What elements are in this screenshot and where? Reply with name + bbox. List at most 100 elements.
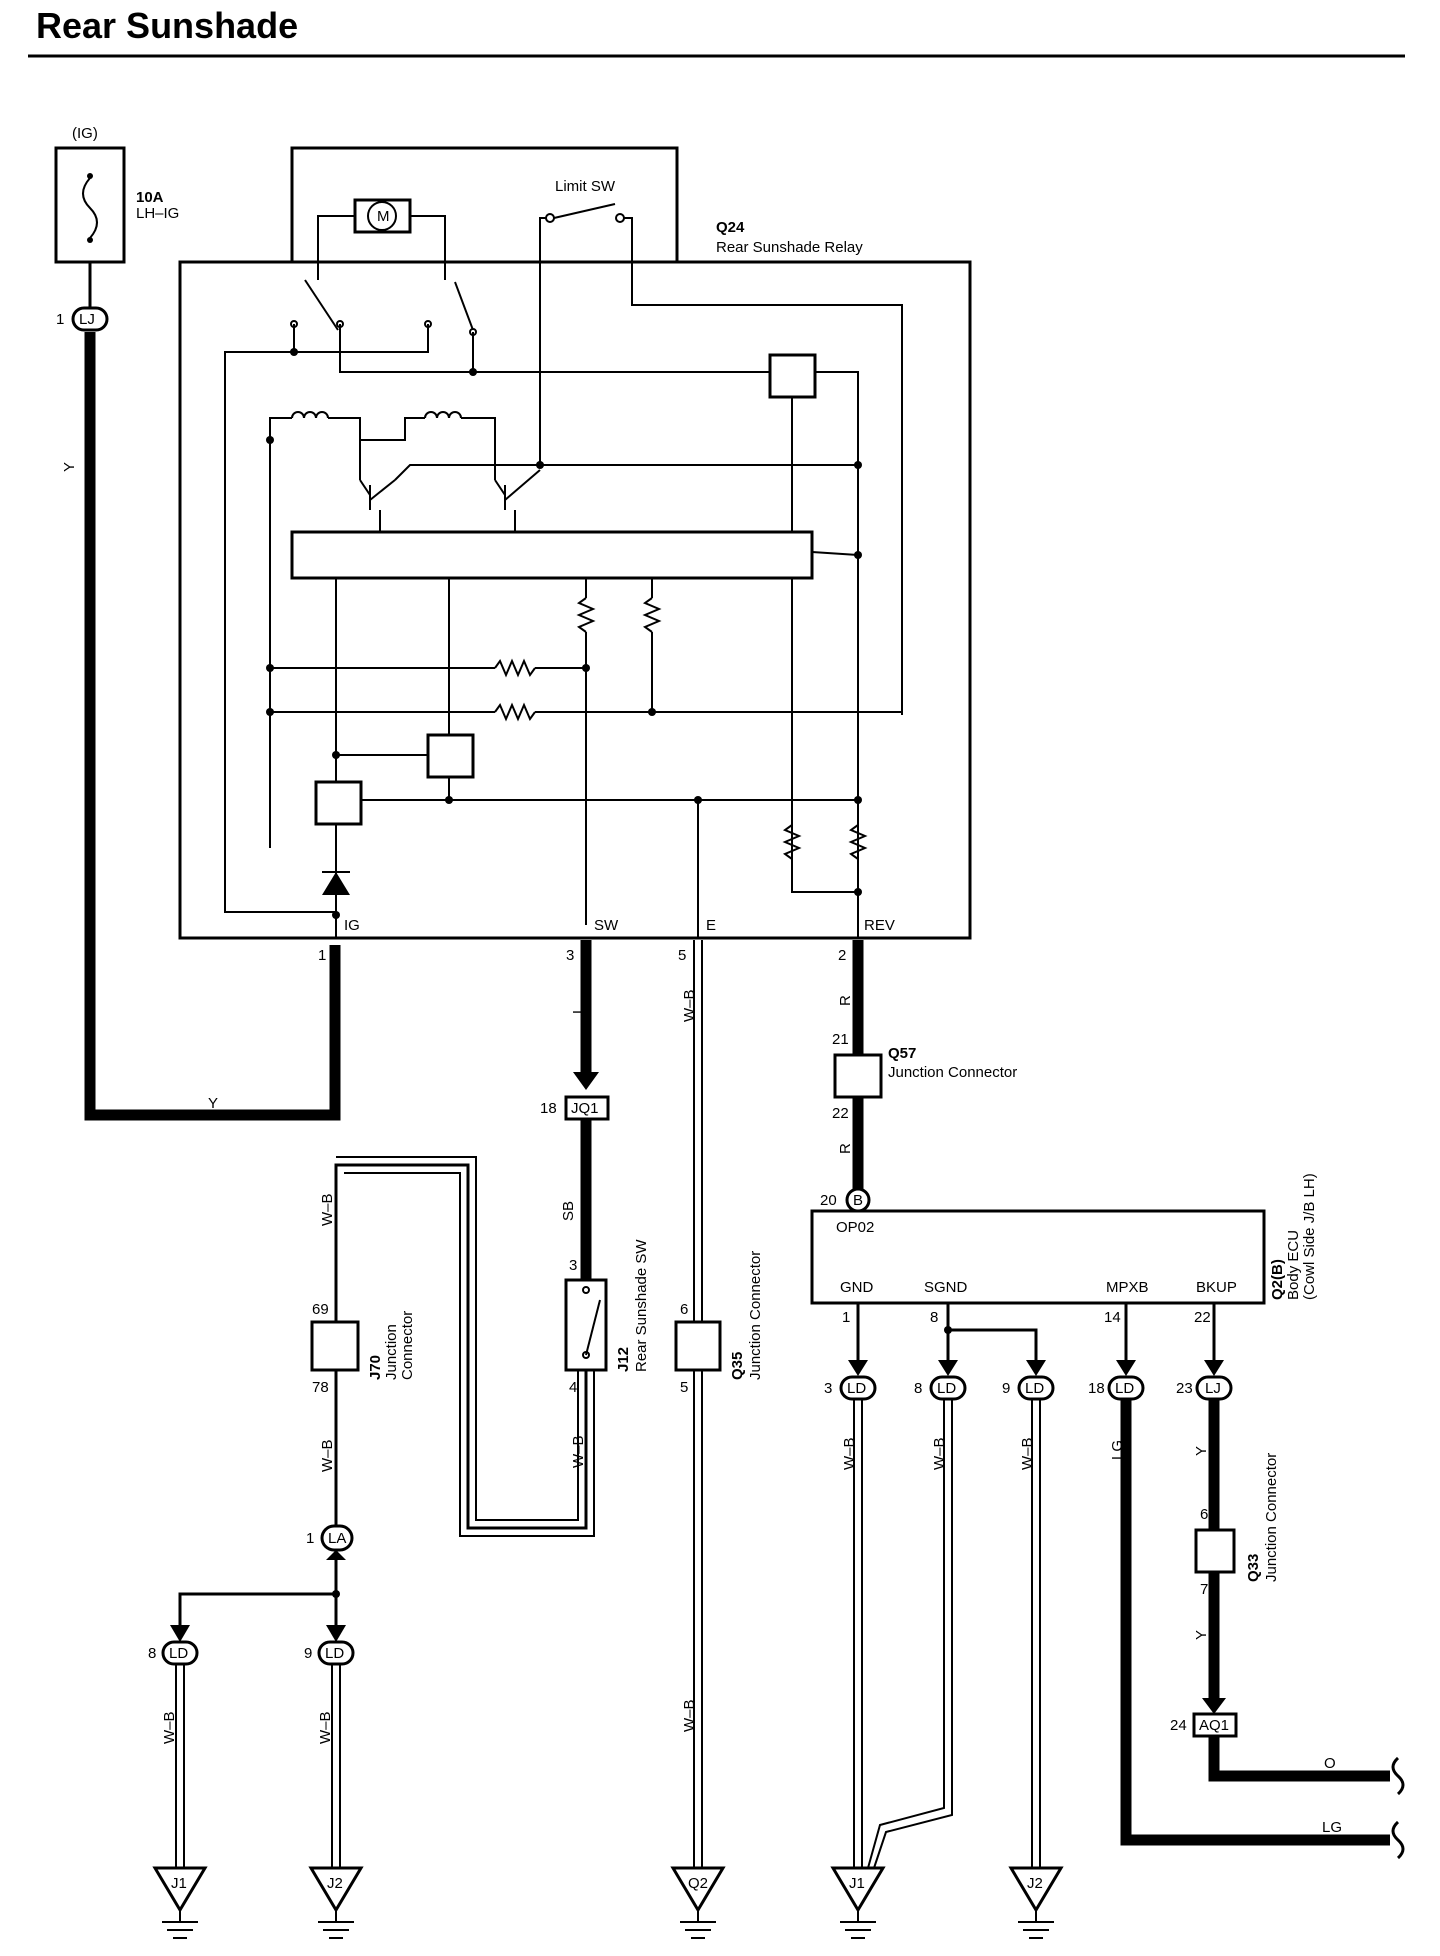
connector-ld-left-8: LD 8: [148, 1625, 199, 1666]
svg-text:W–B: W–B: [1019, 1437, 1036, 1470]
svg-text:B: B: [853, 1192, 863, 1209]
svg-text:R: R: [837, 1143, 854, 1154]
svg-text:8: 8: [914, 1380, 922, 1397]
svg-text:4: 4: [569, 1379, 577, 1396]
svg-text:78: 78: [312, 1379, 329, 1396]
ground-j1-left: J1: [152, 1866, 208, 1939]
svg-text:Q33: Q33: [1245, 1554, 1262, 1582]
fuse-lh-ig: (IG) 10A LH–IG: [54, 125, 179, 264]
ecu-location: (Cowl Side J/B LH): [1301, 1173, 1318, 1300]
terminal-e: E: [706, 917, 716, 934]
svg-text:18: 18: [540, 1100, 557, 1117]
svg-text:L: L: [570, 1006, 587, 1014]
fuse-rating: 10A: [136, 189, 164, 206]
svg-text:8: 8: [930, 1309, 938, 1326]
svg-text:LD: LD: [169, 1645, 188, 1662]
wire-y-bkup: Y Y: [1193, 1399, 1226, 1714]
svg-text:LJ: LJ: [1205, 1380, 1221, 1397]
svg-text:69: 69: [312, 1301, 329, 1318]
svg-text:9: 9: [1002, 1380, 1010, 1397]
switch-j12-name: Rear Sunshade SW: [633, 1239, 650, 1372]
wire-l-sw: L: [570, 940, 599, 1090]
svg-text:Q57: Q57: [888, 1045, 916, 1062]
svg-text:J2: J2: [327, 1875, 343, 1892]
ecu-name: Body ECU: [1285, 1230, 1302, 1300]
svg-text:7: 7: [1200, 1581, 1208, 1598]
svg-text:W–B: W–B: [681, 989, 698, 1022]
svg-text:LD: LD: [847, 1380, 866, 1397]
svg-text:Y: Y: [1193, 1446, 1210, 1456]
svg-text:8: 8: [148, 1645, 156, 1662]
svg-text:J70: J70: [367, 1355, 384, 1380]
limit-switch-icon: [539, 203, 903, 715]
svg-text:W–B: W–B: [841, 1437, 858, 1470]
svg-text:LG: LG: [1322, 1819, 1342, 1836]
wire-y-supply: Y Y: [61, 262, 341, 1121]
terminal-rev: REV: [864, 917, 895, 934]
svg-text:W–B: W–B: [931, 1437, 948, 1470]
svg-text:LA: LA: [328, 1530, 346, 1547]
svg-text:BKUP: BKUP: [1196, 1279, 1237, 1296]
connector-lj-bkup: LJ 23: [1176, 1375, 1233, 1401]
svg-text:LD: LD: [1115, 1380, 1134, 1397]
svg-text:1: 1: [56, 311, 64, 328]
svg-text:R: R: [837, 995, 854, 1006]
junction-q35: 6 5 Q35 Junction Connector: [674, 1251, 764, 1396]
svg-text:20: 20: [820, 1192, 837, 1209]
connector-ld-gnd: LD 3: [824, 1375, 877, 1401]
diode-icon: [322, 824, 350, 938]
svg-text:23: 23: [1176, 1380, 1193, 1397]
svg-text:1: 1: [842, 1309, 850, 1326]
svg-text:14: 14: [1104, 1309, 1121, 1326]
wires-wb-to-ground-right: W–B W–B W–B: [841, 1399, 1041, 1869]
svg-text:1: 1: [306, 1530, 314, 1547]
pin-3: 3: [566, 947, 574, 964]
svg-text:LG: LG: [1109, 1440, 1126, 1460]
svg-text:Q35: Q35: [729, 1352, 746, 1380]
svg-text:Junction Connector: Junction Connector: [747, 1251, 764, 1380]
svg-text:Connector: Connector: [399, 1311, 416, 1380]
svg-text:AQ1: AQ1: [1199, 1717, 1229, 1734]
terminal-ig: IG: [344, 917, 360, 934]
svg-text:18: 18: [1088, 1380, 1105, 1397]
svg-text:GND: GND: [840, 1279, 874, 1296]
svg-text:LD: LD: [937, 1380, 956, 1397]
svg-text:Q2: Q2: [688, 1875, 708, 1892]
svg-text:J2: J2: [1027, 1875, 1043, 1892]
switch-j12-code: J12: [615, 1347, 632, 1372]
pin-5: 5: [678, 947, 686, 964]
pin-2: 2: [838, 947, 846, 964]
terminal-sw: SW: [594, 917, 619, 934]
connector-jq1: JQ1 18: [540, 1095, 610, 1121]
transistor-icons: [359, 461, 862, 532]
limit-switch-label: Limit SW: [555, 178, 616, 195]
relay-q24: Q24 Rear Sunshade Relay Limit SW M: [178, 146, 972, 940]
connector-ld-sgnd-8: LD 8: [914, 1375, 967, 1401]
svg-text:LJ: LJ: [79, 311, 95, 328]
page-title: Rear Sunshade: [36, 5, 298, 46]
svg-text:W–B: W–B: [319, 1193, 336, 1226]
svg-text:22: 22: [1194, 1309, 1211, 1326]
svg-text:J1: J1: [849, 1875, 865, 1892]
wires-wb-to-ground-left: W–B W–B: [161, 1664, 341, 1890]
ground-q2: Q2: [670, 1866, 726, 1939]
svg-text:Junction: Junction: [383, 1324, 400, 1380]
svg-text:6: 6: [680, 1301, 688, 1318]
wire-wb-loop: W–B W–B: [319, 1156, 595, 1537]
connector-ld-sgnd-9: LD 9: [1002, 1375, 1055, 1401]
svg-text:W–B: W–B: [317, 1711, 334, 1744]
connector-la: LA 1: [178, 1524, 354, 1630]
svg-text:JQ1: JQ1: [571, 1100, 599, 1117]
wire-lg-mpxb: LG LG: [1109, 1399, 1405, 1860]
svg-text:22: 22: [832, 1105, 849, 1122]
svg-text:3: 3: [569, 1257, 577, 1274]
fuse-supply-label: (IG): [72, 125, 98, 142]
svg-text:3: 3: [824, 1380, 832, 1397]
svg-text:6: 6: [1200, 1506, 1208, 1523]
svg-text:O: O: [1324, 1755, 1336, 1772]
svg-text:5: 5: [680, 1379, 688, 1396]
svg-text:M: M: [377, 208, 390, 225]
ground-j2-right: J2: [1008, 1866, 1064, 1939]
svg-text:SGND: SGND: [924, 1279, 968, 1296]
